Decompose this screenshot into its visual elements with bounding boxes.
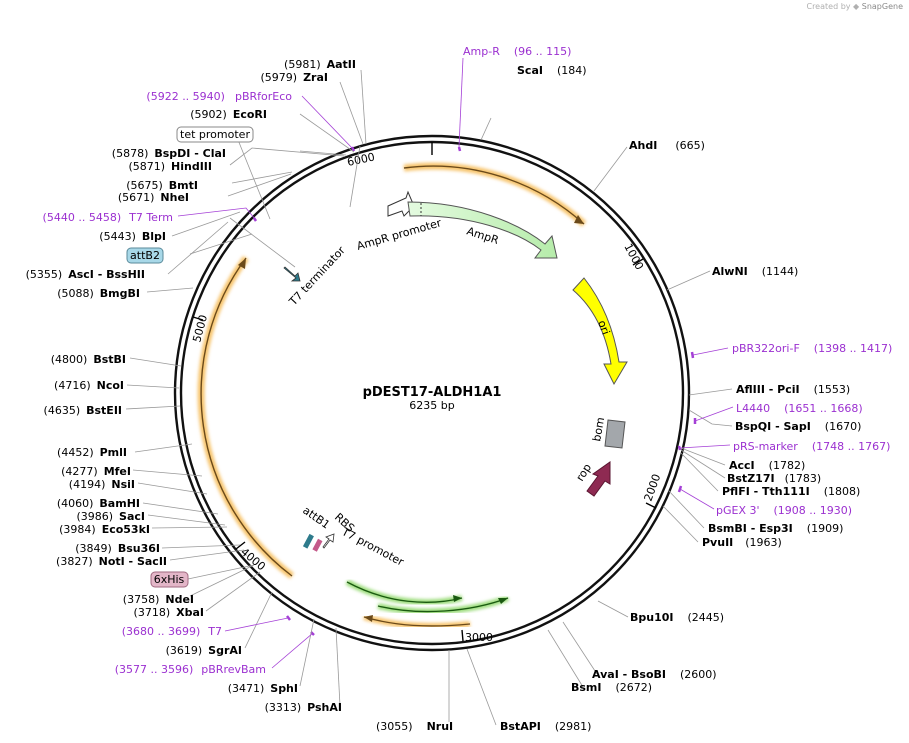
ampr-label: AmpR: [465, 224, 501, 247]
plasmid-name: pDEST17-ALDH1A1: [363, 385, 502, 400]
site-bstz17i: BstZ17I(1783): [727, 472, 821, 485]
site-bsmi: BsmI(2672): [571, 681, 652, 694]
site-asci: (5355)AscI - BssHII: [26, 268, 145, 281]
leaders-left: [125, 69, 367, 707]
t7-promoter-arrow: [322, 533, 335, 549]
primer-l4440: L4440(1651 .. 1668): [736, 402, 863, 415]
snapgene-credit: Created by ◆ SnapGene: [806, 2, 903, 11]
ori-arrow: [572, 277, 628, 386]
tick-3000: 3000: [465, 631, 493, 644]
attb2-label: attB2: [130, 249, 160, 262]
bom-label: bom: [590, 416, 607, 442]
primer-prs-marker: pRS-marker(1748 .. 1767): [733, 440, 890, 453]
site-pvuii: PvuII(1963): [702, 536, 782, 549]
his-marker: [312, 538, 323, 552]
boxed-labels: tet promoter attB2 6xHis: [126, 126, 254, 588]
sites-right: AhdI(665) AlwNI(1144) AflIII - PciI(1553…: [376, 64, 861, 733]
site-pmli: (4452)PmlI: [57, 446, 127, 459]
site-bamhi: (4060)BamHI: [57, 497, 140, 510]
leaders-primers: [177, 57, 734, 669]
primer-pgex3: pGEX 3'(1908 .. 1930): [716, 504, 852, 517]
site-ecori: (5902)EcoRI: [190, 108, 267, 121]
features: AmpR promoter AmpR ori bom rop T7 termin…: [197, 162, 628, 629]
site-aatii: (5981)AatII: [284, 58, 356, 71]
site-pflfi: PflFI - Tth111I(1808): [722, 485, 860, 498]
tick-6000: 6000: [346, 150, 376, 169]
attb1-marker: [302, 533, 314, 549]
rop-label: rop: [574, 461, 595, 483]
plasmid-size: 6235 bp: [409, 399, 454, 412]
site-xbai: (3718)XbaI: [134, 606, 204, 619]
primer-labels: Amp-R(96 .. 115) pBR322ori-F(1398 .. 141…: [43, 45, 893, 676]
site-bmti: (5675)BmtI: [126, 179, 198, 192]
site-ncoi: (4716)NcoI: [54, 379, 124, 392]
attb1-label: attB1: [300, 504, 332, 532]
tet-promoter-label: tet promoter: [180, 128, 250, 141]
site-bspqi: BspQI - SapI(1670): [735, 420, 861, 433]
site-hindiii: (5871)HindIII: [128, 160, 212, 173]
ori-label: ori: [595, 319, 612, 337]
snapgene-logo-icon: ◆: [853, 2, 860, 11]
site-nrui: (3055)NruI: [376, 720, 453, 733]
credit-brand: SnapGene: [861, 2, 903, 11]
site-zrai: (5979)ZraI: [261, 71, 329, 84]
site-eco53ki: (3984)Eco53kI: [59, 523, 150, 536]
t7-promoter-label: T7 promoter: [339, 525, 407, 569]
site-bsu36i: (3849)Bsu36I: [75, 542, 160, 555]
site-nsii: (4194)NsiI: [69, 478, 135, 491]
site-scai: ScaI(184): [517, 64, 587, 77]
bom-box: [604, 419, 626, 449]
site-sgrai: (3619)SgrAI: [166, 644, 242, 657]
primer-pbrforeco: (5922 .. 5940)pBRforEco: [146, 90, 292, 103]
primer-pbr322ori-f: pBR322ori-F(1398 .. 1417): [732, 342, 892, 355]
sites-left: (5981)AatII (5979)ZraI (5902)EcoRI (5878…: [26, 58, 356, 714]
primer-t7-term: (5440 .. 5458)T7 Term: [43, 211, 173, 224]
ampr-promoter-label: AmpR promoter: [355, 216, 443, 253]
site-ndei: (3758)NdeI: [123, 593, 194, 606]
site-pshai: (3313)PshAI: [265, 701, 342, 714]
site-bsteii: (4635)BstEII: [44, 404, 122, 417]
primer-t7: (3680 .. 3699)T7: [122, 625, 222, 638]
site-bpu10i: Bpu10I(2445): [630, 611, 724, 624]
site-sphi: (3471)SphI: [228, 682, 298, 695]
his-tag-label: 6xHis: [154, 573, 185, 586]
rop-arrow: [586, 461, 611, 497]
leaders-right: [448, 117, 733, 726]
credit-prefix: Created by: [806, 2, 851, 11]
site-noti: (3827)NotI - SacII: [56, 555, 167, 568]
site-mfei: (4277)MfeI: [61, 465, 131, 478]
site-afliii: AflIII - PciI(1553): [736, 383, 850, 396]
site-blpi: (5443)BlpI: [99, 230, 166, 243]
primer-pbrrevbam: (3577 .. 3596)pBRrevBam: [115, 663, 266, 676]
site-saci: (3986)SacI: [76, 510, 145, 523]
site-bstapi: BstAPI(2981): [500, 720, 591, 733]
site-avai: AvaI - BsoBI(2600): [592, 668, 717, 681]
ampr-arrow: [407, 201, 558, 259]
site-alwni: AlwNI(1144): [712, 265, 798, 278]
site-bmgbi: (5088)BmgBI: [57, 287, 140, 300]
site-acci: AccI(1782): [729, 459, 805, 472]
orf-arc-green-1: [345, 579, 463, 606]
site-ahdi: AhdI(665): [629, 139, 705, 152]
site-bsmbi: BsmBI - Esp3I(1909): [708, 522, 843, 535]
site-bspdi: (5878)BspDI - ClaI: [112, 147, 226, 160]
site-bstbi: (4800)BstBI: [51, 353, 126, 366]
site-nhei: (5671)NheI: [118, 191, 189, 204]
t7-terminator-arrow: [283, 266, 301, 282]
primer-amp-r: Amp-R(96 .. 115): [463, 45, 571, 58]
